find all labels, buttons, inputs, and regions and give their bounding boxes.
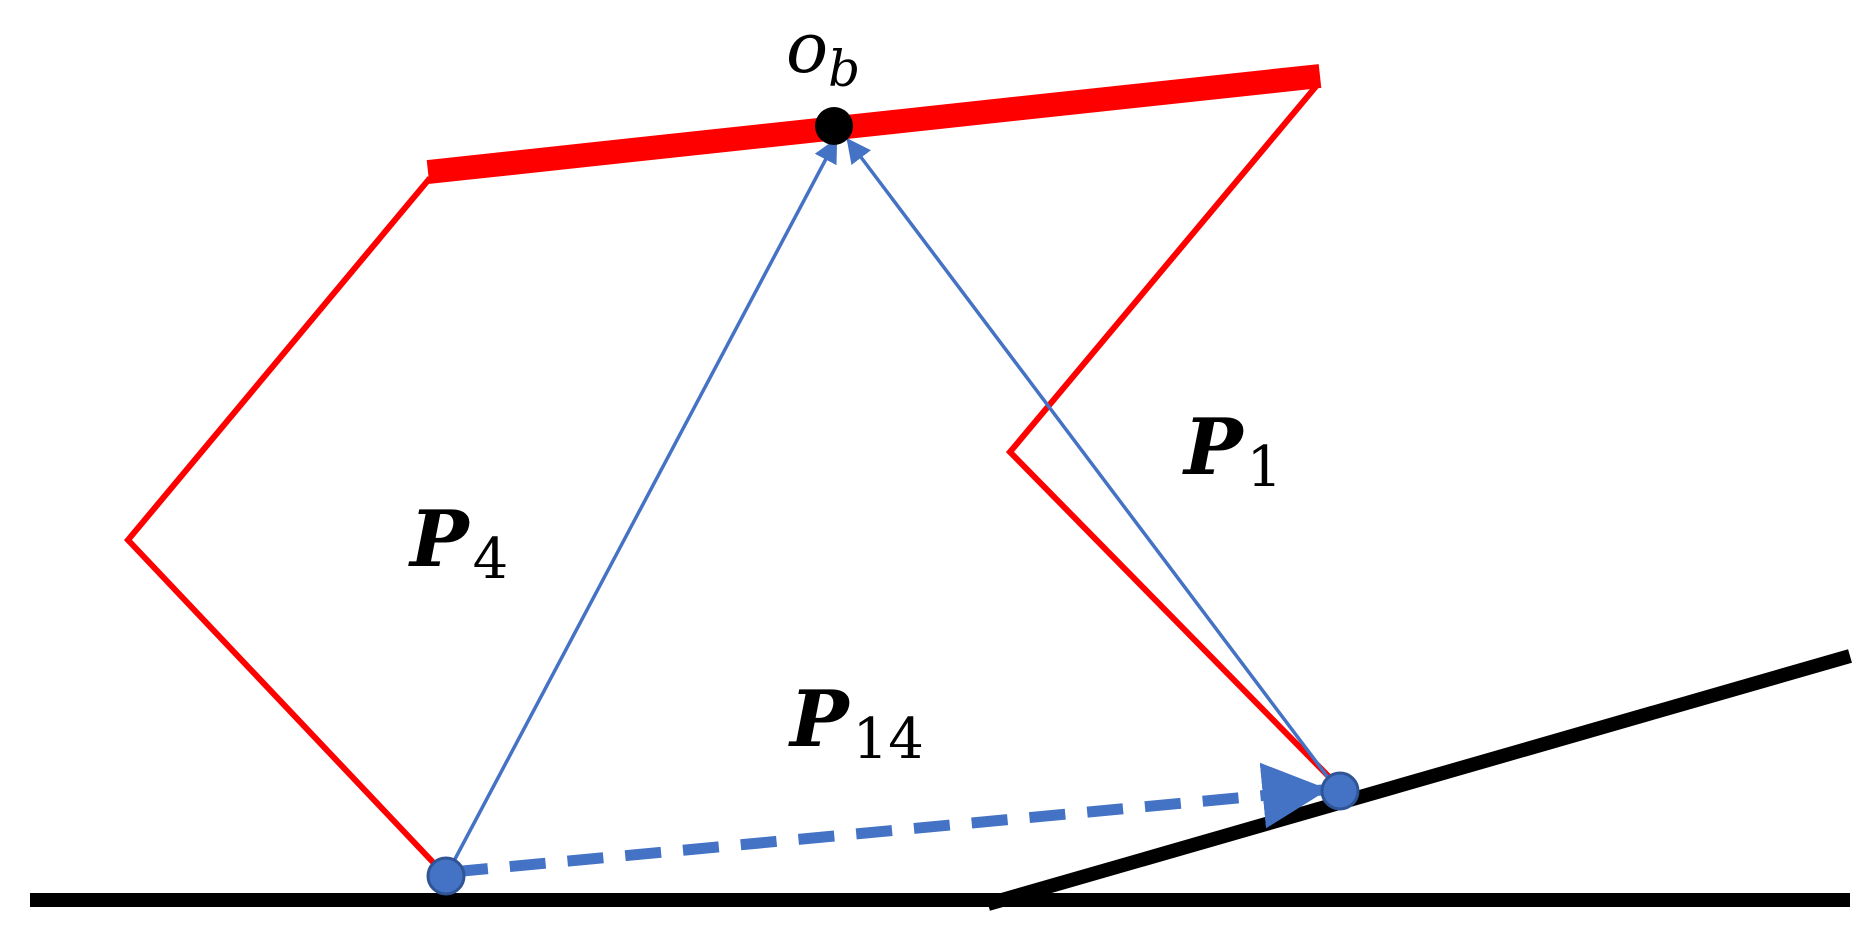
label-p14-main: P	[788, 674, 851, 765]
label-p14: P14	[788, 674, 924, 772]
body-origin-point	[815, 107, 853, 145]
right-leg	[1005, 82, 1343, 791]
label-ob: ob	[786, 7, 860, 98]
label-p4: P4	[408, 494, 508, 592]
left-foot-contact-point	[426, 856, 466, 896]
label-ob-sub: b	[828, 40, 860, 98]
label-p4-main: P	[408, 494, 471, 585]
label-ob-main: o	[786, 7, 828, 89]
robot-body	[426, 64, 1322, 184]
label-p14-sub: 14	[853, 707, 924, 772]
vector-p1-arrow	[846, 138, 1338, 790]
label-p4-sub: 4	[473, 527, 509, 592]
vector-p4-arrow	[444, 137, 838, 877]
label-p1: P1	[1182, 402, 1282, 500]
label-p1-main: P	[1182, 402, 1245, 493]
left-leg	[123, 176, 449, 879]
label-p1-sub: 1	[1247, 435, 1283, 500]
ground-slope	[986, 649, 1852, 911]
vector-p14-arrow	[451, 762, 1329, 878]
right-foot-contact-point	[1320, 771, 1360, 811]
